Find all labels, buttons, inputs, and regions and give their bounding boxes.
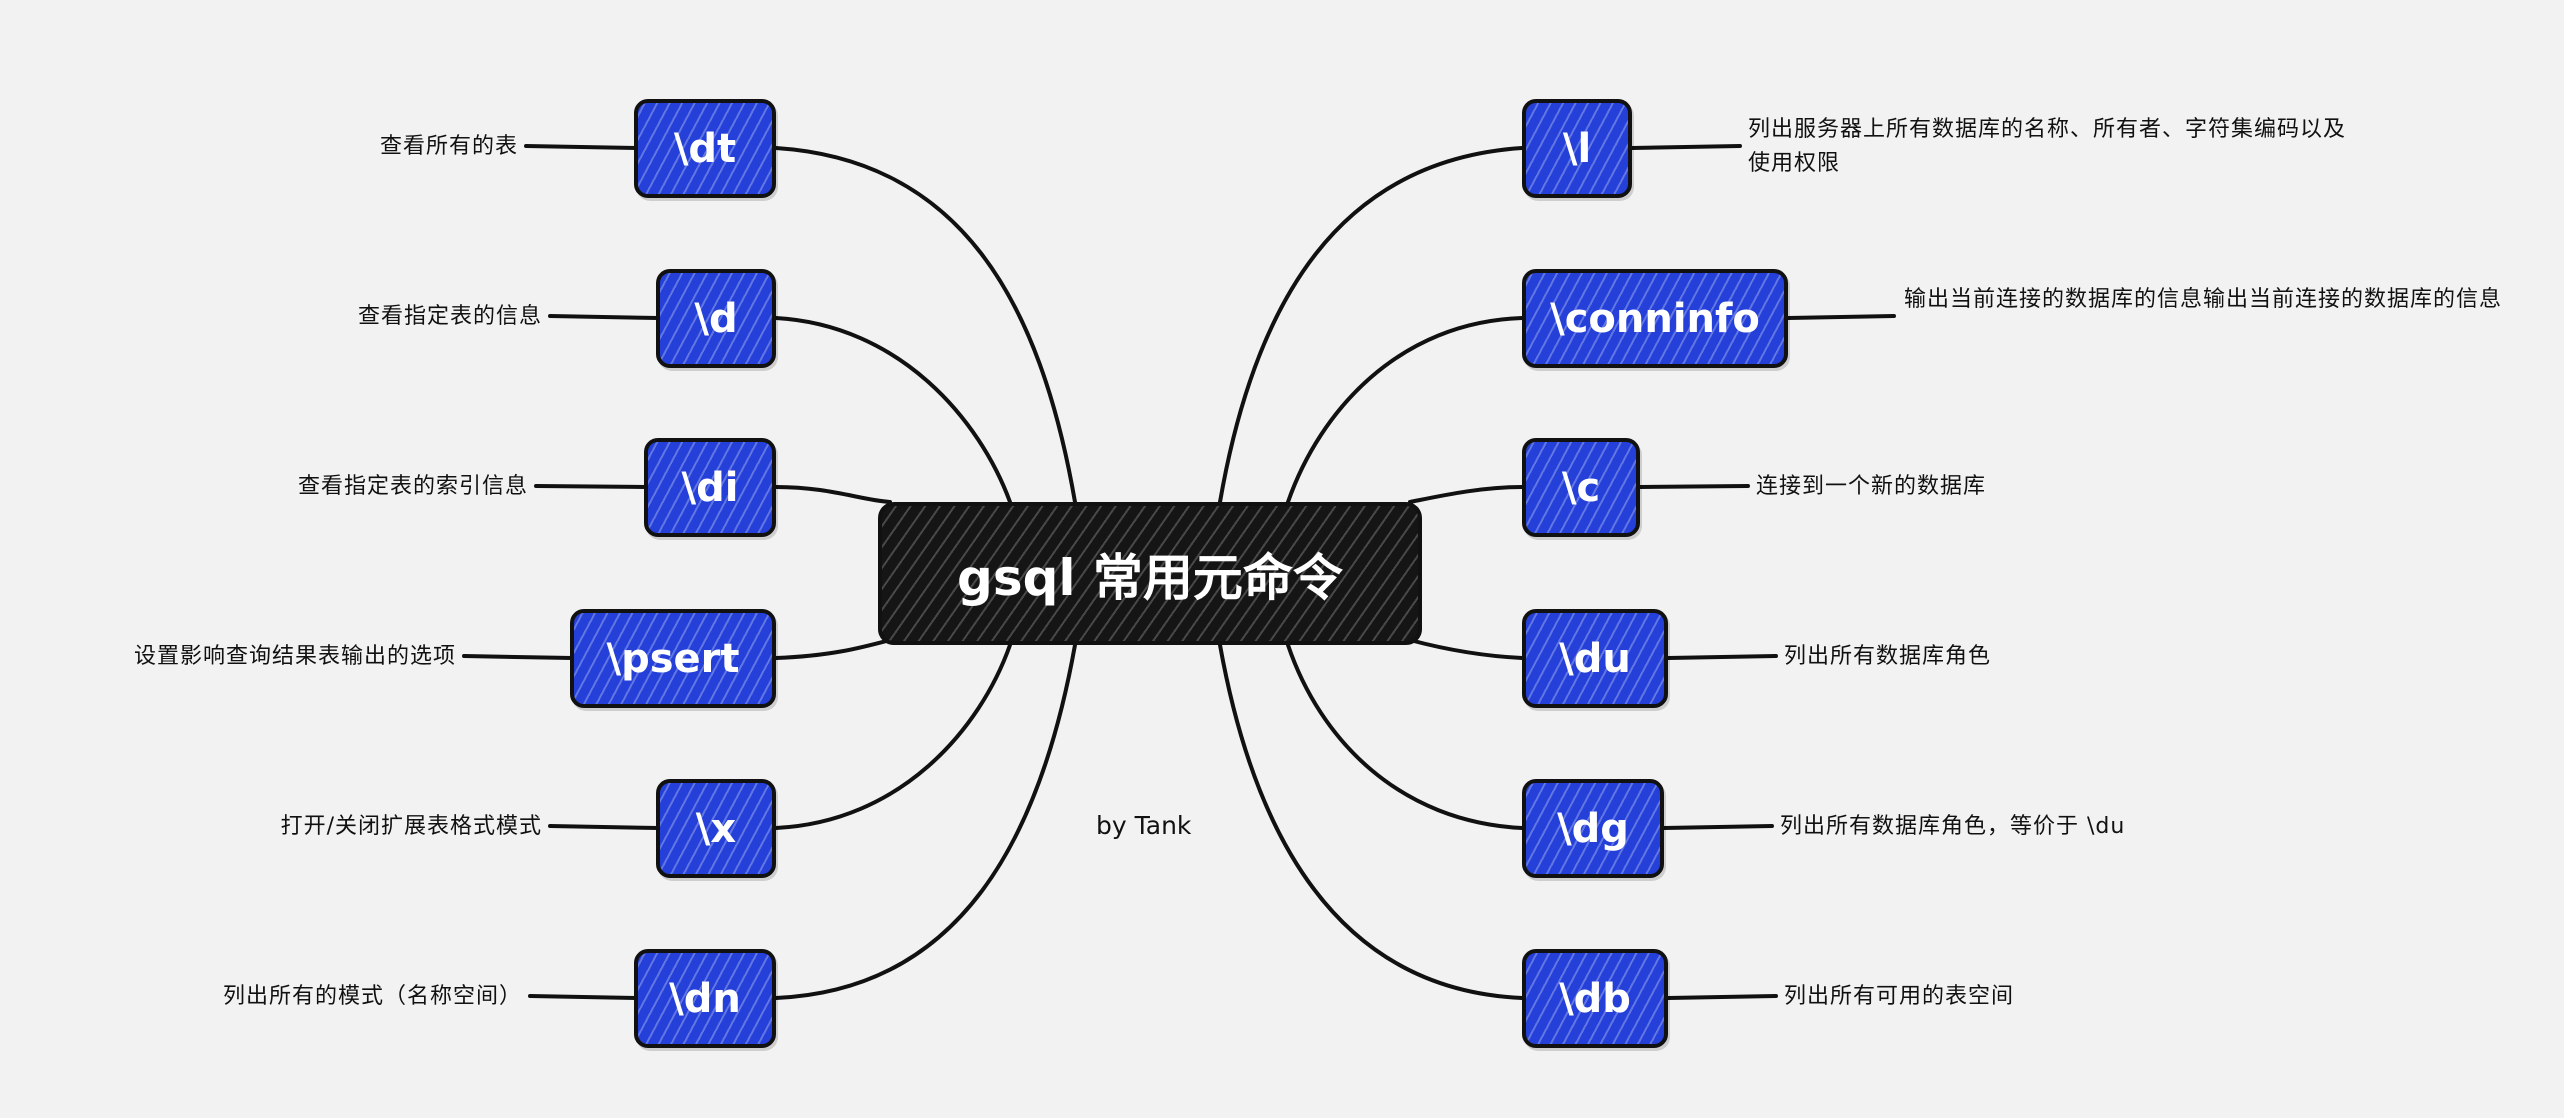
link-conninfo [1286,316,1524,504]
node-di-label: \di [681,464,739,511]
node-dg: \dg [1522,779,1664,878]
desc-dt: 查看所有的表 [379,134,518,159]
link-psert [774,638,892,660]
link-di [774,485,892,504]
desc-c: 连接到一个新的数据库 [1756,474,1987,499]
desc-db: 列出所有可用的表空间 [1784,984,2015,1009]
node-psert: \psert [570,609,776,708]
node-du-label: \du [1559,635,1631,682]
node-du: \du [1522,609,1668,708]
node-d-label: \d [694,295,738,342]
center-title: gsql 常用元命令 [957,548,1343,607]
link-du [1408,638,1524,660]
node-d: \d [656,269,776,368]
desc-du: 列出所有数据库角色 [1784,644,1992,669]
link-dn [774,643,1077,1000]
node-di: \di [644,438,776,537]
node-dt-label: \dt [673,125,737,172]
node-conninfo-label: \conninfo [1550,295,1760,342]
center-topic: gsql 常用元命令 [878,502,1422,645]
link-db [1218,643,1524,1000]
desc-dn: 列出所有的模式（名称空间） [222,984,522,1009]
desc-conninfo: 输出当前连接的数据库的信息输出当前连接的数据库的信息 [1904,287,2503,312]
node-dn-label: \dn [669,975,741,1022]
node-dg-label: \dg [1557,805,1629,852]
desc-psert: 设置影响查询结果表输出的选项 [133,644,456,669]
node-dn: \dn [634,949,776,1048]
link-c [1408,485,1524,504]
link-dg [1286,643,1524,830]
node-db: \db [1522,949,1668,1048]
node-l-label: \l [1562,125,1592,172]
node-l: \l [1522,99,1632,198]
node-c-label: \c [1561,464,1601,511]
node-conninfo: \conninfo [1522,269,1788,368]
desc-d: 查看指定表的信息 [357,304,542,329]
link-x [774,643,1012,830]
node-c: \c [1522,438,1640,537]
link-d [774,316,1012,504]
desc-x: 打开/关闭扩展表格式模式 [280,814,542,839]
desc-di: 查看指定表的索引信息 [297,474,528,499]
desc-l: 列出服务器上所有数据库的名称、所有者、字符集编码以及使用权限 [1748,117,2347,176]
desc-dg: 列出所有数据库角色，等价于 \du [1780,814,2126,839]
author-byline: by Tank [1096,811,1192,840]
node-db-label: \db [1559,975,1631,1022]
node-dt: \dt [634,99,776,198]
node-x: \x [656,779,776,878]
link-dt [774,146,1077,504]
node-x-label: \x [695,805,737,852]
link-l [1218,146,1524,504]
node-psert-label: \psert [606,635,740,682]
